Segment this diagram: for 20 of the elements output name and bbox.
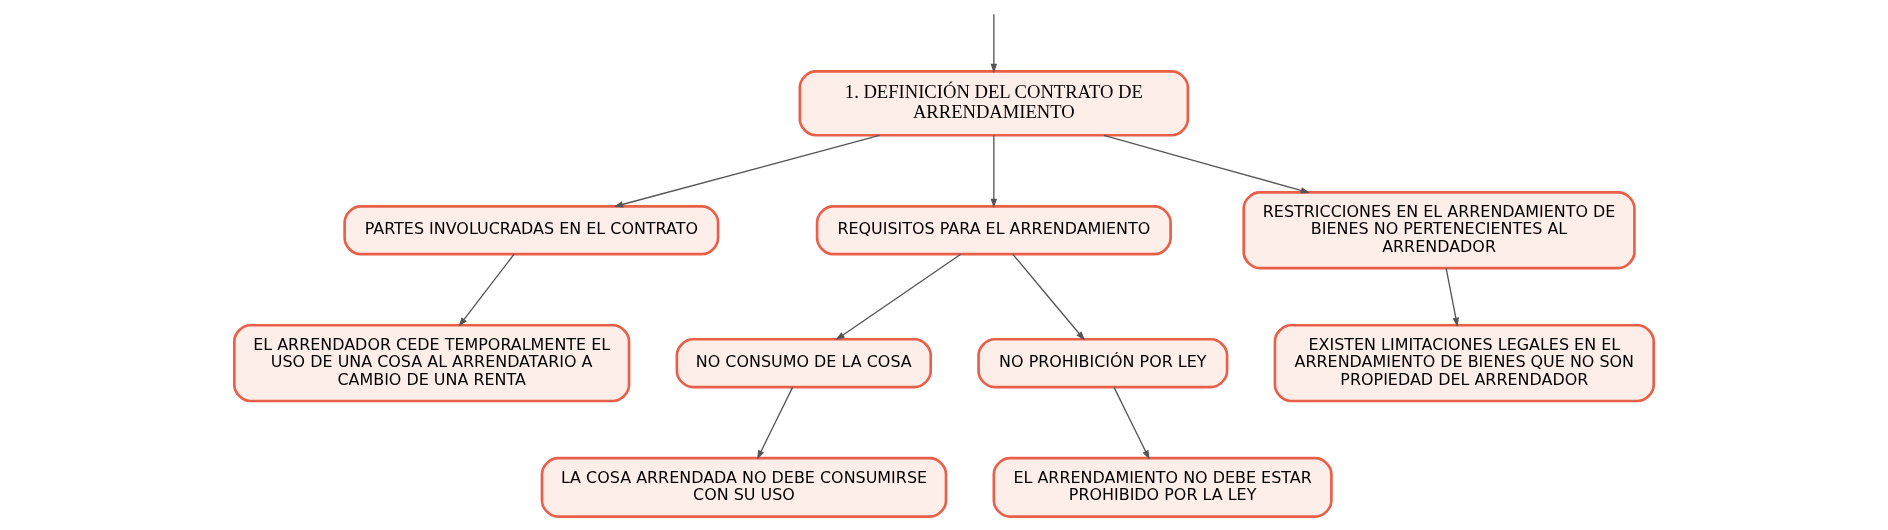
arrow — [1103, 134, 1311, 194]
arrow — [990, 13, 998, 74]
arrow — [835, 253, 962, 341]
node-box: EL ARRENDADOR CEDE TEMPORALMENTE EL USO DE UNA COSA AL ARRENDATARIO A CAMBIO DE UNA RENTA — [233, 323, 631, 403]
node-box: LA COSA ARRENDADA NO DEBE CONSUMIRSE CON SU USO — [540, 456, 948, 518]
arrow — [613, 134, 881, 208]
node-box: 1. DEFINICIÓN DEL CONTRATO DE ARRENDAMIENTO — [798, 70, 1190, 137]
arrow — [1113, 386, 1150, 460]
arrow — [1012, 253, 1085, 341]
node-box: NO PROHIBICIÓN POR LEY — [977, 337, 1229, 389]
arrow — [1445, 267, 1459, 327]
arrow — [757, 386, 794, 460]
node-box: EXISTEN LIMITACIONES LEGALES EN EL ARRENDAMIENTO DE BIENES QUE NO SON PROPIEDAD DEL ARRENDADOR — [1273, 323, 1655, 403]
node-box: EL ARRENDAMIENTO NO DEBE ESTAR PROHIBIDO POR LA LEY — [992, 456, 1333, 518]
node-box: NO CONSUMO DE LA COSA — [675, 337, 933, 389]
arrow — [458, 253, 515, 327]
node-box: RESTRICCIONES EN EL ARRENDAMIENTO DE BIENES NO PERTENECIENTES AL ARRENDADOR — [1242, 191, 1636, 270]
node-box: REQUISITOS PARA EL ARRENDAMIENTO — [815, 205, 1172, 256]
node-box: PARTES INVOLUCRADAS EN EL CONTRATO — [343, 205, 720, 256]
arrow — [990, 134, 998, 208]
